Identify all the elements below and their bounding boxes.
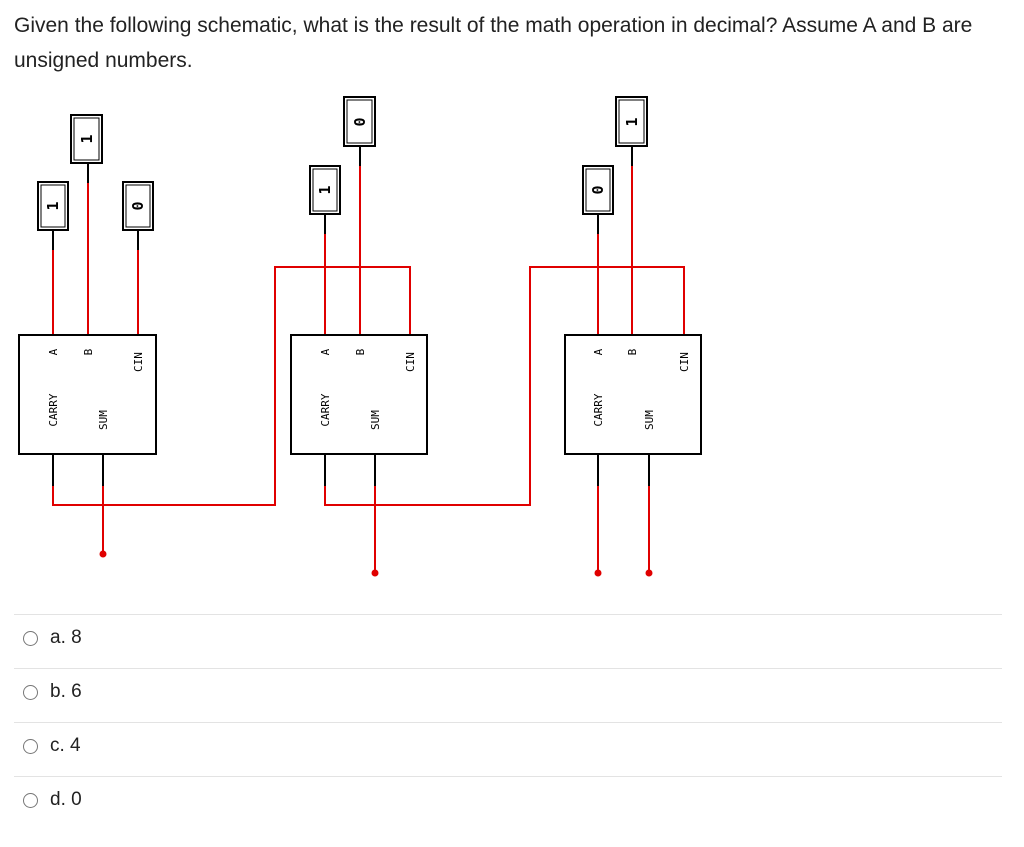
input-box-adder3-b: 1	[615, 96, 648, 147]
option-label: c. 4	[50, 735, 81, 756]
input-box-adder2-a: 1	[309, 165, 341, 215]
pin-cin-label: CIN	[132, 352, 145, 372]
input-value: 1	[44, 201, 62, 210]
wires	[52, 146, 685, 573]
input-value: 0	[351, 117, 369, 126]
input-box-adder1-cin: 0	[122, 181, 154, 231]
option-label: b. 6	[50, 681, 82, 702]
output-dot-carry3	[594, 569, 602, 577]
full-adder-3: A B CIN CARRY SUM	[564, 334, 702, 455]
pin-carry-label: CARRY	[592, 393, 605, 426]
input-box-adder1-a: 1	[37, 181, 69, 231]
input-value: 1	[623, 117, 641, 126]
radio-button[interactable]	[23, 793, 38, 808]
option-d[interactable]: d. 0	[14, 776, 1002, 830]
input-box-adder1-b: 1	[70, 114, 103, 164]
radio-button[interactable]	[23, 631, 38, 646]
input-value: 1	[78, 134, 96, 143]
pin-b-label: B	[626, 348, 639, 355]
pin-cin-label: CIN	[678, 352, 691, 372]
input-value: 0	[589, 185, 607, 194]
pin-b-label: B	[354, 348, 367, 355]
pin-sum-label: SUM	[369, 410, 382, 430]
adder-schematic: A B CIN CARRY SUM A B CIN CARRY SUM A B …	[18, 96, 702, 577]
output-dot-sum3	[645, 569, 653, 577]
full-adder-2: A B CIN CARRY SUM	[290, 334, 428, 455]
pin-a-label: A	[319, 348, 332, 355]
option-label: a. 8	[50, 627, 82, 648]
pin-sum-label: SUM	[97, 410, 110, 430]
pin-carry-label: CARRY	[319, 393, 332, 426]
radio-button[interactable]	[23, 739, 38, 754]
pin-a-label: A	[592, 348, 605, 355]
input-value: 1	[316, 185, 334, 194]
pin-cin-label: CIN	[404, 352, 417, 372]
input-box-adder2-b: 0	[343, 96, 376, 147]
pin-carry-label: CARRY	[47, 393, 60, 426]
option-label: d. 0	[50, 789, 82, 810]
input-value: 0	[129, 201, 147, 210]
option-a[interactable]: a. 8	[14, 614, 1002, 668]
option-b[interactable]: b. 6	[14, 668, 1002, 722]
input-box-adder3-a: 0	[582, 165, 614, 215]
output-dot-sum2	[371, 569, 379, 577]
pin-sum-label: SUM	[643, 410, 656, 430]
full-adder-1: A B CIN CARRY SUM	[18, 334, 157, 455]
pin-a-label: A	[47, 348, 60, 355]
answer-options: a. 8 b. 6 c. 4 d. 0	[14, 614, 1002, 830]
question-text: Given the following schematic, what is t…	[14, 14, 973, 72]
pin-b-label: B	[82, 348, 95, 355]
radio-button[interactable]	[23, 685, 38, 700]
output-dot-sum1	[99, 550, 107, 558]
option-c[interactable]: c. 4	[14, 722, 1002, 776]
